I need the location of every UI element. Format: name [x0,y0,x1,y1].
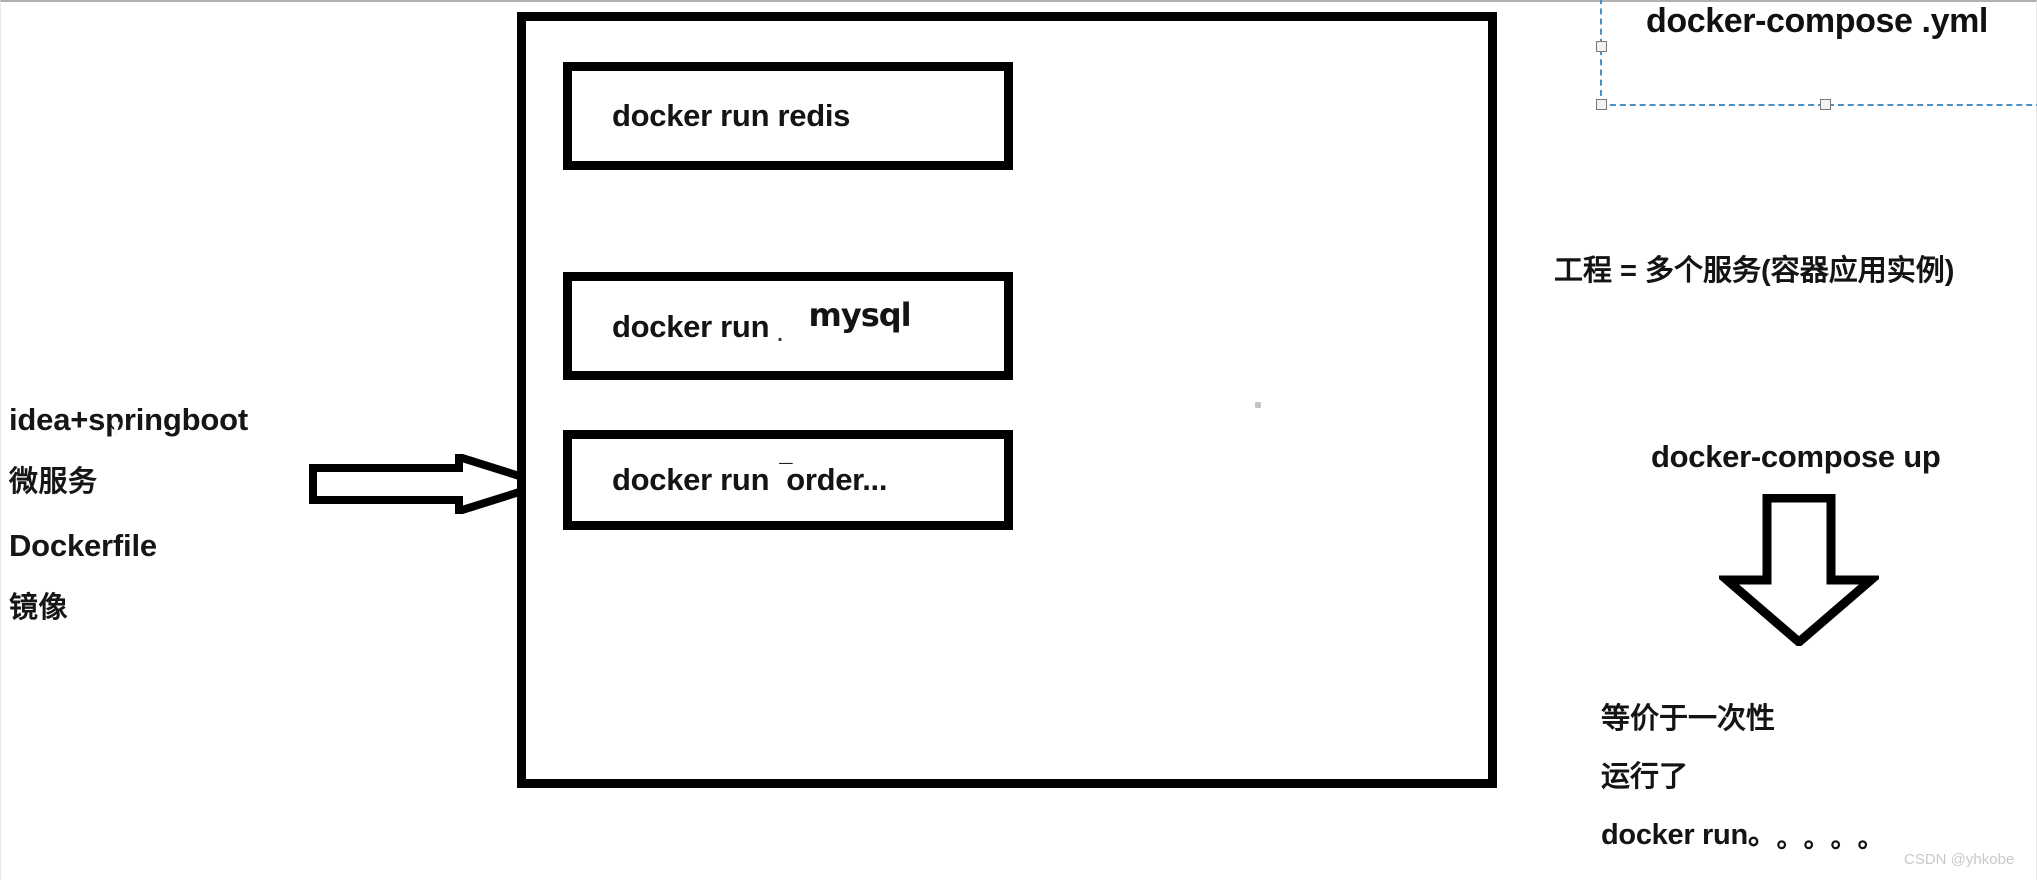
service-box-order-label: docker run ¯order... [572,460,888,498]
service-box-redis[interactable]: docker run redis [563,62,1013,170]
watermark-label: CSDN @yhkobe [1904,851,2015,868]
left-line-idea-springboot: idea+springboot [9,402,248,437]
selection-handle-bottom-center[interactable] [1820,99,1831,110]
selection-handle-middle-left[interactable] [1596,41,1607,52]
result-line-docker-run: docker run。。。。。 [1601,819,2031,853]
service-box-mysql-prefix: docker run [612,309,770,344]
service-box-mysql-label: docker run. mysql [572,296,912,346]
project-equation-label: 工程 = 多个服务(容器应用实例) [1554,255,1955,287]
left-annotation-column: idea+springboot 微服务 Dockerfile 镜像 [9,404,339,656]
result-line-equivalent: 等价于一次性 [1601,703,1776,735]
block-arrow-right-icon [309,451,559,517]
result-text-column: 等价于一次性 运行了 docker run。。。。。 [1601,703,2031,853]
service-box-mysql-mark: . [777,324,783,346]
block-arrow-down-icon [1714,493,1884,648]
service-box-order-prefix: docker run [612,462,770,497]
compose-file-selection-box[interactable] [1596,0,2037,110]
left-line-microservice: 微服务 [9,466,98,498]
selection-handle-bottom-left[interactable] [1596,99,1607,110]
service-box-mysql-raised: mysql [808,296,911,334]
service-box-order-suffix: order... [786,462,888,497]
service-box-order-tick: ¯ [779,460,793,487]
result-docker-run-prefix: docker run。 [1601,819,1777,851]
compose-file-label: docker-compose .yml [1646,2,1988,40]
speck-artifact [1255,402,1261,408]
service-box-redis-label: docker run redis [612,98,851,133]
left-line-image: 镜像 [9,592,69,624]
result-docker-run-dots: 。。。。 [1776,823,1898,853]
service-box-order[interactable]: docker run ¯order... [563,430,1013,530]
compose-up-label: docker-compose up [1651,439,1941,474]
left-line-dockerfile: Dockerfile [9,528,157,563]
service-box-mysql[interactable]: docker run. mysql [563,272,1013,380]
result-line-ran: 运行了 [1601,761,1689,793]
